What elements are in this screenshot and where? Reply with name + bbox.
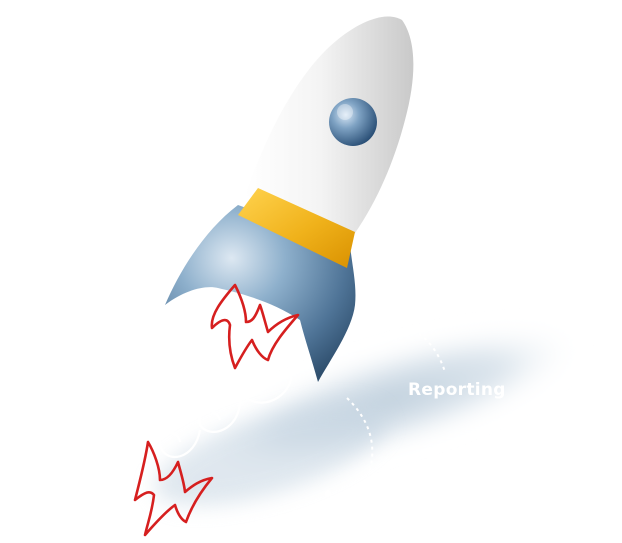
- rocket-band: [238, 188, 355, 268]
- dashed-arc-upper: [406, 325, 446, 373]
- smoke-shadow: [154, 325, 582, 506]
- rocket-body: [245, 16, 414, 240]
- rocket-window: [329, 98, 377, 146]
- flame-lower: [133, 440, 214, 537]
- rocket-fins: [165, 205, 356, 382]
- smoke-swirl: [158, 359, 293, 459]
- flame-upper: [210, 283, 300, 370]
- dashed-arc-lower: [346, 397, 374, 471]
- reporting-label: Reporting: [408, 380, 506, 400]
- rocket-icon: [133, 16, 414, 537]
